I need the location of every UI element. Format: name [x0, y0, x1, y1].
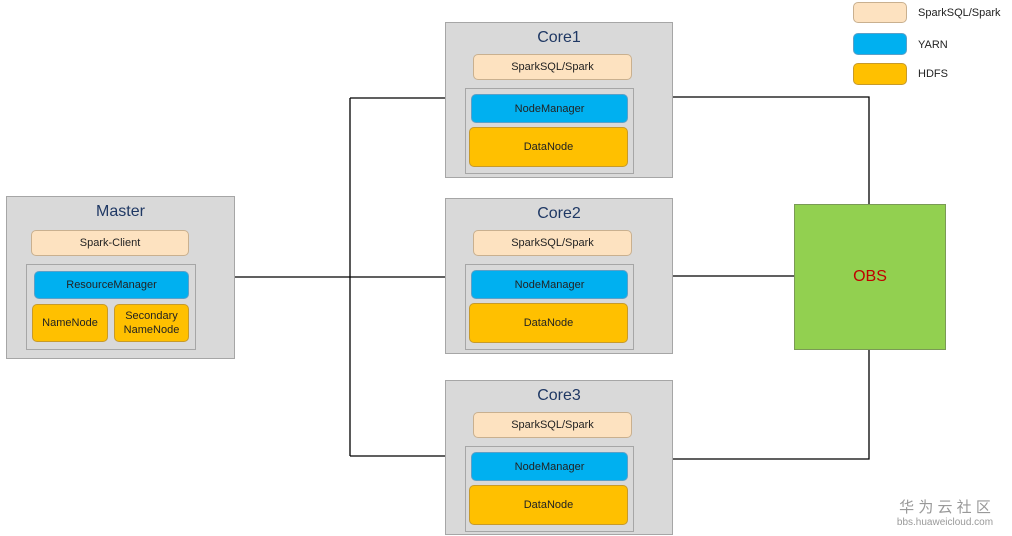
- master-node: Master Spark-Client ResourceManager Name…: [6, 196, 235, 359]
- namenode: NameNode: [32, 304, 108, 342]
- core-title: Core3: [537, 387, 581, 404]
- legend-label-spark: SparkSQL/Spark: [918, 7, 1001, 19]
- node-manager: NodeManager: [471, 94, 628, 123]
- datanode: DataNode: [469, 127, 628, 167]
- legend-label-yarn: YARN: [918, 39, 948, 51]
- obs-label: OBS: [853, 268, 887, 285]
- spark-client: Spark-Client: [31, 230, 189, 256]
- resource-manager: ResourceManager: [34, 271, 189, 299]
- sparksql-spark: SparkSQL/Spark: [473, 412, 632, 438]
- node-manager: NodeManager: [471, 452, 628, 481]
- core1-node: Core1 SparkSQL/Spark NodeManager DataNod…: [445, 22, 673, 178]
- legend-swatch-spark: [853, 2, 907, 23]
- core-title: Core2: [537, 205, 581, 222]
- obs-storage: OBS: [794, 204, 946, 350]
- datanode: DataNode: [469, 485, 628, 525]
- node-manager: NodeManager: [471, 270, 628, 299]
- secondary-namenode: Secondary NameNode: [114, 304, 189, 342]
- master-title: Master: [96, 203, 145, 220]
- datanode: DataNode: [469, 303, 628, 343]
- watermark-url: bbs.huaweicloud.com: [896, 517, 994, 528]
- legend-swatch-yarn: [853, 33, 907, 55]
- watermark-cn: 华 为 云 社 区: [899, 499, 991, 516]
- core2-node: Core2 SparkSQL/Spark NodeManager DataNod…: [445, 198, 673, 354]
- watermark: 华 为 云 社 区 bbs.huaweicloud.com: [880, 496, 1010, 528]
- core3-node: Core3 SparkSQL/Spark NodeManager DataNod…: [445, 380, 673, 535]
- core-title: Core1: [537, 29, 581, 46]
- line-core1-obs: [673, 96, 870, 204]
- line-core3-obs: [673, 350, 870, 460]
- sparksql-spark: SparkSQL/Spark: [473, 230, 632, 256]
- sparksql-spark: SparkSQL/Spark: [473, 54, 632, 80]
- legend-swatch-hdfs: [853, 63, 907, 85]
- legend-label-hdfs: HDFS: [918, 68, 948, 80]
